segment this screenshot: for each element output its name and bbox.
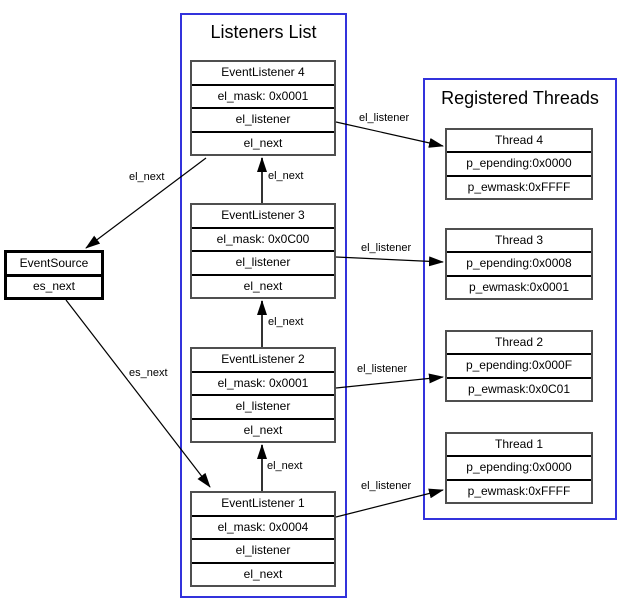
eventsource-es-next-cell: es_next bbox=[7, 273, 101, 298]
eventlistener2-box: EventListener 2 el_mask: 0x0001 el_liste… bbox=[190, 347, 336, 443]
eventlistener3-el-mask-cell: el_mask: 0x0C00 bbox=[192, 226, 334, 251]
eventsource-box: EventSource es_next bbox=[4, 250, 104, 300]
thread3-box: Thread 3 p_epending:0x0008 p_ewmask:0x00… bbox=[445, 228, 593, 300]
listeners-list-title: Listeners List bbox=[210, 22, 317, 42]
thread3-p-epending-cell: p_epending:0x0008 bbox=[447, 251, 591, 274]
eventlistener4-el-listener-cell: el_listener bbox=[192, 107, 334, 131]
edge-label-el-listener-4: el_listener bbox=[358, 112, 411, 125]
eventlistener3-el-listener-cell: el_listener bbox=[192, 250, 334, 274]
eventlistener1-title-cell: EventListener 1 bbox=[221, 496, 305, 511]
edge-label-es-next: es_next bbox=[128, 367, 169, 380]
thread4-p-epending-cell: p_epending:0x0000 bbox=[447, 151, 591, 174]
edge-label-el-listener-1: el_listener bbox=[360, 480, 413, 493]
edge-label-el-listener-2: el_listener bbox=[356, 363, 409, 376]
thread2-title-cell: Thread 2 bbox=[494, 335, 544, 350]
thread2-p-epending-cell: p_epending:0x000F bbox=[447, 353, 591, 376]
thread4-box: Thread 4 p_epending:0x0000 p_ewmask:0xFF… bbox=[445, 128, 593, 200]
eventlistener4-title-cell: EventListener 4 bbox=[221, 65, 305, 80]
thread1-box: Thread 1 p_epending:0x0000 p_ewmask:0xFF… bbox=[445, 432, 593, 504]
eventlistener3-el-next-cell: el_next bbox=[192, 273, 334, 298]
edge-label-el-next-listener3: el_next bbox=[267, 170, 305, 183]
thread1-p-epending-cell: p_epending:0x0000 bbox=[447, 455, 591, 478]
edge-label-el-next-listener4: el_next bbox=[128, 171, 166, 184]
eventlistener2-el-listener-cell: el_listener bbox=[192, 394, 334, 418]
eventlistener1-el-mask-cell: el_mask: 0x0004 bbox=[192, 514, 334, 539]
eventlistener1-box: EventListener 1 el_mask: 0x0004 el_liste… bbox=[190, 491, 336, 587]
registered-threads-panel: Registered Threads bbox=[423, 78, 617, 520]
edge-label-el-next-listener2: el_next bbox=[267, 316, 305, 329]
thread1-p-ewmask-cell: p_ewmask:0xFFFF bbox=[447, 478, 591, 502]
eventlistener4-el-mask-cell: el_mask: 0x0001 bbox=[192, 83, 334, 108]
eventlistener4-el-next-cell: el_next bbox=[192, 130, 334, 155]
eventlistener2-el-next-cell: el_next bbox=[192, 417, 334, 442]
thread3-p-ewmask-cell: p_ewmask:0x0001 bbox=[447, 274, 591, 298]
thread2-p-ewmask-cell: p_ewmask:0x0C01 bbox=[447, 376, 591, 400]
thread4-p-ewmask-cell: p_ewmask:0xFFFF bbox=[447, 174, 591, 198]
eventlistener3-title-cell: EventListener 3 bbox=[221, 208, 305, 223]
eventlistener2-el-mask-cell: el_mask: 0x0001 bbox=[192, 370, 334, 395]
eventlistener1-el-listener-cell: el_listener bbox=[192, 538, 334, 562]
thread3-title-cell: Thread 3 bbox=[494, 233, 544, 248]
registered-threads-title: Registered Threads bbox=[441, 88, 599, 108]
eventlistener4-box: EventListener 4 el_mask: 0x0001 el_liste… bbox=[190, 60, 336, 156]
edge-label-el-listener-3: el_listener bbox=[360, 242, 413, 255]
thread4-title-cell: Thread 4 bbox=[494, 133, 544, 148]
eventsource-title-cell: EventSource bbox=[19, 255, 89, 270]
thread1-title-cell: Thread 1 bbox=[494, 437, 544, 452]
edge-label-el-next-listener1: el_next bbox=[266, 460, 304, 473]
eventlistener3-box: EventListener 3 el_mask: 0x0C00 el_liste… bbox=[190, 203, 336, 299]
eventlistener2-title-cell: EventListener 2 bbox=[221, 352, 305, 367]
eventlistener1-el-next-cell: el_next bbox=[192, 561, 334, 586]
thread2-box: Thread 2 p_epending:0x000F p_ewmask:0x0C… bbox=[445, 330, 593, 402]
